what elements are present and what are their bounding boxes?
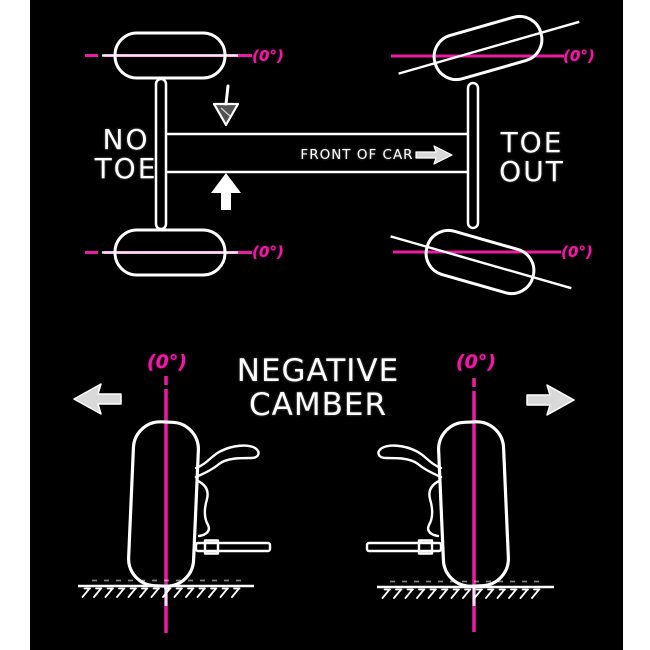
no-toe-label: NO TOE [94, 123, 158, 185]
wheel-front-right-group [398, 14, 580, 82]
toe-out-label: TOE OUT [499, 126, 565, 188]
zero-degree-label-front-right: (0°) [563, 47, 595, 65]
zero-degree-label-front-left: (0°) [252, 47, 284, 65]
ground-left [78, 579, 254, 598]
arm-joint-left [203, 539, 220, 555]
axle-bar-right [466, 81, 480, 230]
steering-knuckle-left [196, 479, 211, 538]
upper-control-arm-left [194, 444, 260, 479]
front-of-car-label: FRONT OF CAR [300, 147, 414, 163]
zero-degree-label-camber-right: (0°) [455, 351, 497, 373]
arm-joint-right [417, 539, 434, 555]
zero-degree-label-camber-left: (0°) [146, 351, 188, 373]
upper-control-arm-right [377, 444, 443, 479]
left-arrow-icon [73, 383, 122, 415]
wheel-front-left [113, 31, 227, 80]
wheel-axis-line-rear-right [390, 235, 572, 290]
ground-hatch-marks [381, 588, 541, 599]
wheel-axis-line-front-right [398, 20, 580, 75]
zero-degree-label-rear-left: (0°) [252, 243, 284, 261]
wheel-front-right [432, 14, 544, 82]
front-of-car-arrow-icon [415, 145, 453, 165]
lower-control-arm-right [365, 541, 443, 553]
steering-knuckle-right [426, 479, 441, 538]
wheel-rear-right-group [390, 228, 572, 296]
lower-control-arm-left [194, 541, 272, 553]
right-arrow-icon [526, 384, 575, 416]
axle-bar-left [154, 77, 168, 231]
suspension-left [194, 444, 272, 555]
zero-degree-label-rear-right: (0°) [561, 243, 593, 261]
wheel-rear-right [424, 228, 536, 296]
negative-camber-title: NEGATIVE CAMBER [236, 353, 400, 423]
suspension-right [365, 444, 443, 555]
camber-wheel-left [127, 420, 200, 588]
ground-right [377, 580, 554, 599]
ground-hatch-marks [81, 587, 241, 598]
down-arrow-icon [212, 84, 240, 127]
toe-diagram [85, 14, 580, 296]
camber-diagram [73, 376, 575, 633]
up-arrow-icon [211, 173, 241, 210]
camber-wheel-left-group [127, 420, 200, 588]
ground-hatch-left [81, 587, 241, 598]
ground-hatch-right [381, 588, 541, 599]
wheel-rear-left [113, 228, 227, 277]
